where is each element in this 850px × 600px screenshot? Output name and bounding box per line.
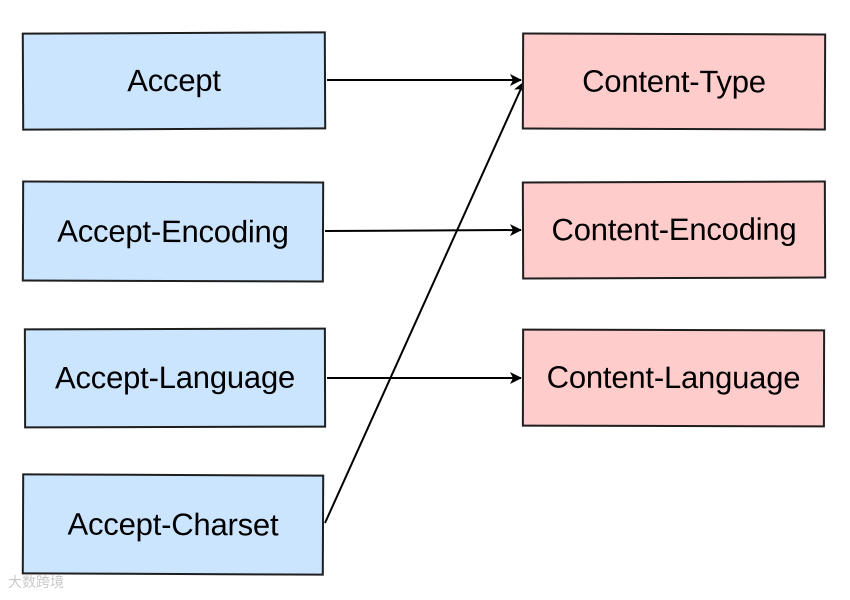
- node-accept-encoding: Accept-Encoding: [21, 180, 325, 283]
- node-content-encoding: Content-Encoding: [521, 180, 827, 280]
- edge-accept-charset-to-content-type: [324, 81, 525, 524]
- edge-accept-encoding-to-content-encoding: [324, 224, 522, 237]
- node-accept-language: Accept-Language: [23, 327, 327, 429]
- node-content-language: Content-Language: [521, 328, 826, 428]
- node-accept: Accept: [21, 31, 327, 131]
- node-content-type: Content-Type: [521, 32, 827, 131]
- watermark-logo: 大数跨境: [8, 575, 64, 591]
- node-accept-charset: Accept-Charset: [21, 473, 325, 576]
